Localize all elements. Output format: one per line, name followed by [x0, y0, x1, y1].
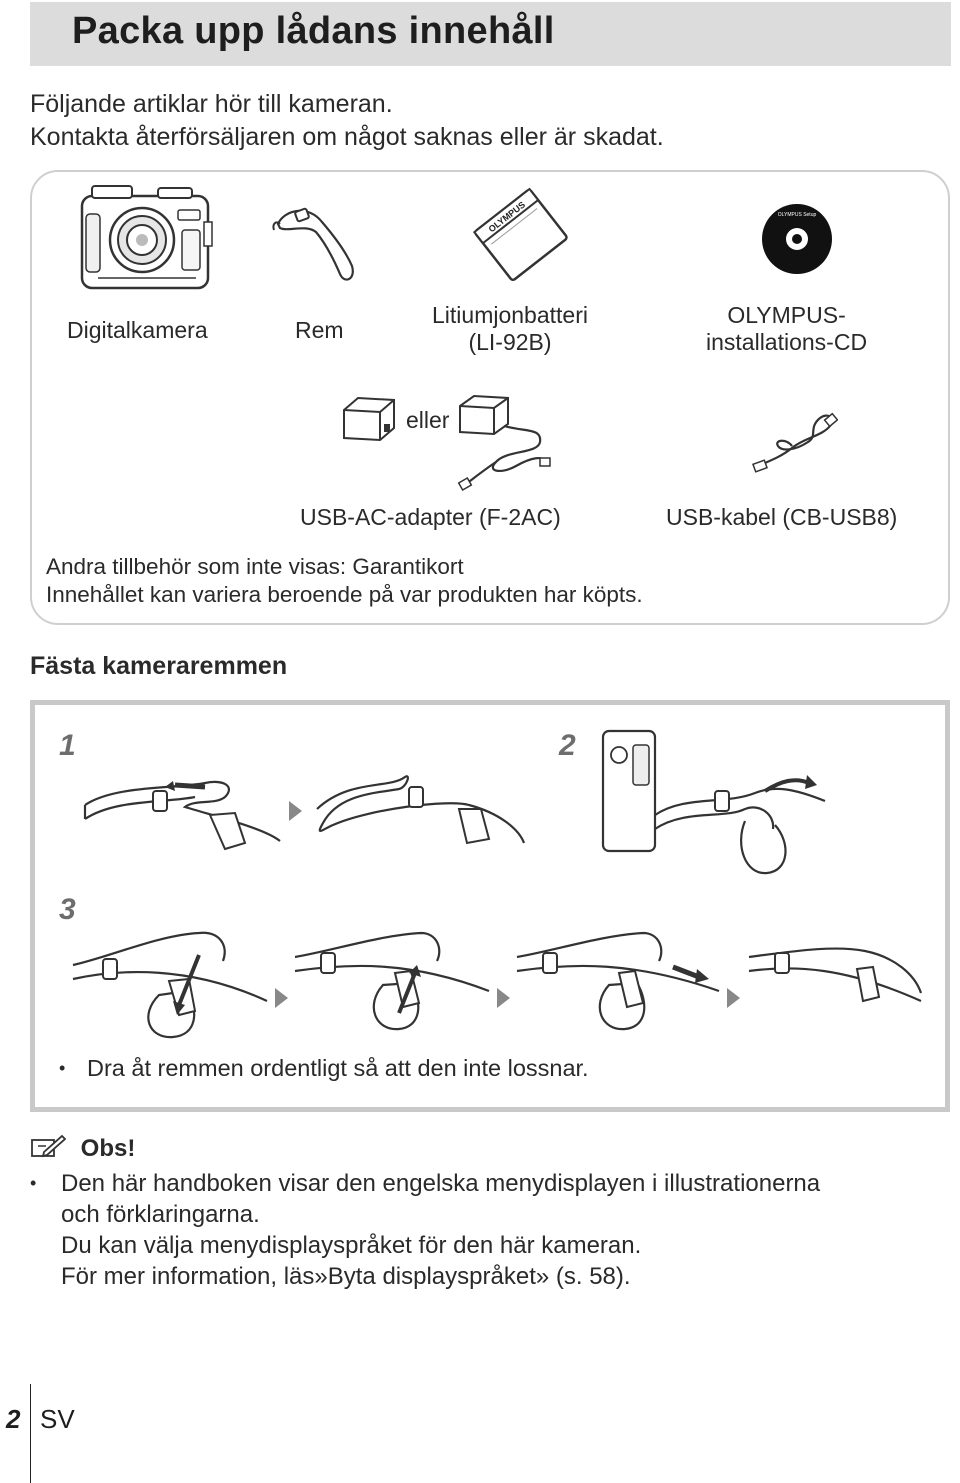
- note-line-2: och förklaringarna.: [61, 1201, 260, 1228]
- usb-cable-label: USB-kabel (CB-USB8): [666, 504, 898, 530]
- ac-adapter-label: USB-AC-adapter (F-2AC): [300, 504, 561, 530]
- strap-instructions-box: 1 2 3: [30, 700, 950, 1112]
- note-body: • Den här handboken visar den engelska m…: [30, 1168, 820, 1292]
- or-label: eller: [406, 407, 450, 433]
- note-line-1: • Den här handboken visar den engelska m…: [30, 1168, 820, 1199]
- page-title: Packa upp lådans innehåll: [72, 10, 555, 52]
- step-2-illustration: [601, 729, 826, 875]
- camera-label: Digitalkamera: [67, 317, 208, 343]
- strap-icon: [272, 207, 354, 281]
- note-line-1-text: Den här handboken visar den engelska men…: [61, 1170, 821, 1197]
- note-line-3: Du kan välja menydisplayspråket för den …: [61, 1232, 642, 1259]
- strap-tip: • Dra åt remmen ordentligt så att den int…: [59, 1055, 589, 1082]
- usb-cable-icon: [752, 412, 838, 473]
- step-1-illustration-a: [83, 780, 281, 851]
- ac-adapter-icon: [343, 396, 395, 442]
- step-1-illustration-b: [316, 775, 526, 845]
- other-accessories-note: Andra tillbehör som inte visas: Garantik…: [46, 554, 464, 579]
- contents-vary-note: Innehållet kan variera beroende på var p…: [46, 582, 643, 607]
- step-3-illustration-b: [294, 931, 490, 1031]
- cd-label-line-2: installations-CD: [706, 329, 868, 355]
- camera-icon: [80, 185, 213, 290]
- battery-label: Litiumjonbatteri (LI-92B): [432, 302, 588, 356]
- step-3-illustration-c: [516, 931, 720, 1031]
- cd-label-text: OLYMPUS Setup: [778, 212, 817, 218]
- package-contents-box: Digitalkamera Rem OLYMPUS Litiumjonbatte…: [30, 170, 950, 625]
- note-heading: Obs!: [30, 1134, 135, 1163]
- arrow-4: [727, 988, 740, 1008]
- intro-line-2: Kontakta återförsäljaren om något saknas…: [30, 123, 664, 151]
- strap-tip-text: Dra åt remmen ordentligt så att den inte…: [87, 1055, 589, 1081]
- cd-label-line-1: OLYMPUS-: [727, 302, 846, 328]
- cd-label: OLYMPUS- installations-CD: [706, 302, 867, 356]
- intro-text: Följande artiklar hör till kameran. Kont…: [30, 88, 664, 154]
- strap-label: Rem: [295, 317, 344, 343]
- intro-line-1: Följande artiklar hör till kameran.: [30, 90, 393, 118]
- bullet-icon: •: [59, 1058, 66, 1078]
- step-3-illustration-a: [72, 931, 268, 1039]
- step-3-number: 3: [59, 893, 76, 926]
- arrow-1: [289, 801, 302, 821]
- step-1-number: 1: [59, 729, 76, 762]
- pencil-note-icon: [31, 1134, 66, 1158]
- arrow-2: [275, 988, 288, 1008]
- cd-icon: OLYMPUS Setup: [762, 204, 832, 274]
- page-number: 2: [6, 1404, 21, 1434]
- title-bar: Packa upp lådans innehåll: [30, 2, 951, 66]
- battery-icon: OLYMPUS: [472, 187, 568, 282]
- ac-adapter-with-cord-icon: [457, 394, 551, 491]
- note-line-4: För mer information, läs»Byta displayspr…: [61, 1263, 631, 1290]
- step-2-number: 2: [559, 729, 576, 762]
- note-heading-text: Obs!: [80, 1135, 136, 1162]
- battery-label-line-1: Litiumjonbatteri: [432, 302, 588, 328]
- arrow-3: [497, 988, 510, 1008]
- step-3-illustration-d: [748, 947, 923, 1003]
- strap-section-heading: Fästa kameraremmen: [30, 652, 288, 680]
- battery-label-line-2: (LI-92B): [468, 329, 552, 355]
- bullet-icon: •: [30, 1173, 37, 1193]
- footer-divider: [30, 1384, 31, 1483]
- language-code: SV: [40, 1404, 75, 1434]
